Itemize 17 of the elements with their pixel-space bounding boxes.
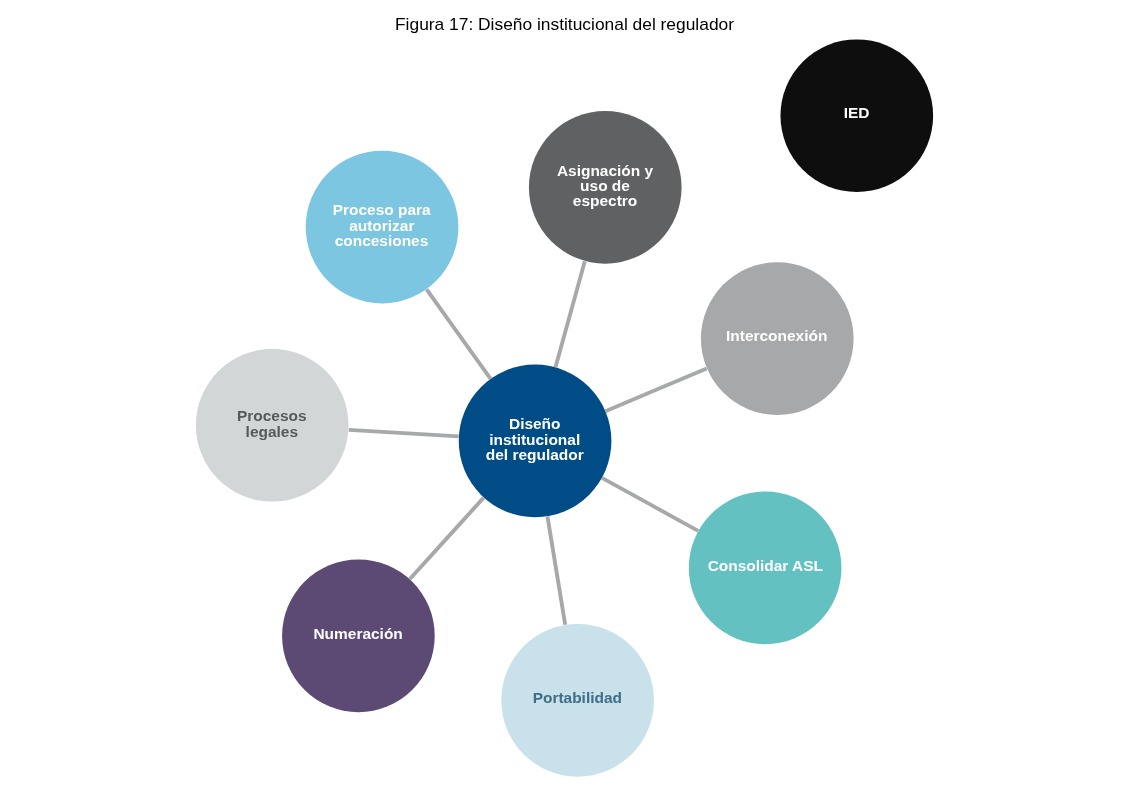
node-circle: Interconexión bbox=[700, 262, 854, 415]
node-circle: Diseño institucional del regulador bbox=[458, 364, 611, 518]
node-circle: Procesos legales bbox=[195, 348, 349, 502]
connector bbox=[545, 516, 567, 626]
node-circle: Asignación y uso de espectro bbox=[528, 111, 682, 264]
node-circle: Consolidar ASL bbox=[688, 491, 841, 645]
connector bbox=[600, 476, 699, 533]
connector bbox=[407, 496, 485, 581]
connector bbox=[604, 366, 707, 413]
connector bbox=[553, 260, 587, 368]
node-circle: IED bbox=[779, 39, 933, 193]
diagram-title: Figura 17: Diseño institucional del regulador bbox=[394, 14, 734, 35]
node-circle: Portabilidad bbox=[500, 624, 654, 777]
node-circle: Numeración bbox=[281, 559, 435, 713]
node-circle: Proceso para autorizar concesiones bbox=[305, 150, 458, 304]
connector bbox=[348, 427, 459, 439]
connector bbox=[424, 288, 492, 380]
